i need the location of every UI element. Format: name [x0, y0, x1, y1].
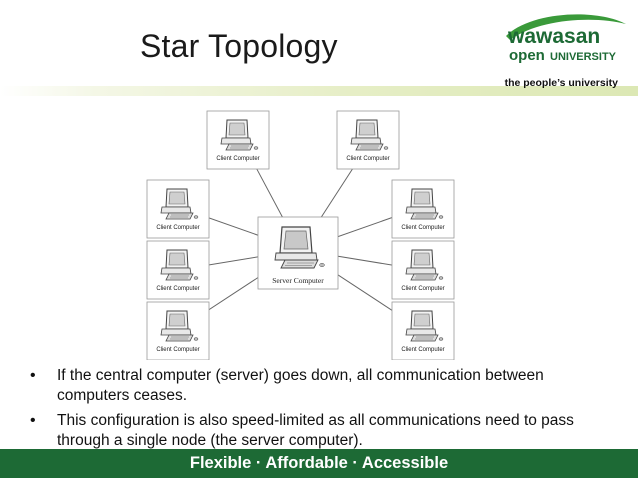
- client-computer-right-3: Client Computer: [391, 301, 455, 360]
- svg-text:Client Computer: Client Computer: [401, 225, 444, 231]
- bullet-text: This configuration is also speed-limited…: [57, 412, 574, 449]
- title-underline: [0, 86, 638, 96]
- svg-text:Client Computer: Client Computer: [346, 156, 389, 162]
- svg-text:Client Computer: Client Computer: [401, 286, 444, 292]
- svg-text:Client Computer: Client Computer: [156, 286, 199, 292]
- bullet-icon: •: [30, 412, 36, 429]
- svg-text:Client Computer: Client Computer: [156, 225, 199, 231]
- svg-text:Server Computer: Server Computer: [272, 276, 324, 285]
- bullet-text: If the central computer (server) goes do…: [57, 367, 544, 404]
- logo-tagline: the people’s university: [504, 77, 618, 89]
- svg-text:Client Computer: Client Computer: [156, 347, 199, 353]
- server-computer: Server Computer: [257, 216, 339, 290]
- logo-word-university: UNIVERSITY: [550, 51, 617, 63]
- client-computer-left-3: Client Computer: [146, 301, 210, 360]
- logo-swoosh: [506, 14, 626, 40]
- client-computer-left-2: Client Computer: [146, 240, 210, 300]
- client-computer-right-2: Client Computer: [391, 240, 455, 300]
- logo-word-wawasan: wawasan: [507, 25, 600, 48]
- bullet-item: • If the central computer (server) goes …: [30, 366, 620, 406]
- client-computer-right-1: Client Computer: [391, 179, 455, 239]
- svg-text:Client Computer: Client Computer: [401, 347, 444, 353]
- footer-banner: Flexible · Affordable · Accessible: [0, 449, 638, 478]
- client-computer-top-right: Client Computer: [336, 110, 400, 170]
- bullet-list: • If the central computer (server) goes …: [30, 366, 620, 456]
- star-topology-diagram: Client Computer Client Computer Client C…: [146, 110, 455, 360]
- slide-title: Star Topology: [140, 28, 338, 64]
- svg-text:Client Computer: Client Computer: [216, 156, 259, 162]
- client-computer-left-1: Client Computer: [146, 179, 210, 239]
- logo-word-open: open: [509, 47, 545, 64]
- bullet-icon: •: [30, 367, 36, 384]
- wawasan-logo: wawasan open UNIVERSITY: [506, 14, 626, 64]
- bullet-item: • This configuration is also speed-limit…: [30, 411, 620, 451]
- client-computer-top-left: Client Computer: [206, 110, 270, 170]
